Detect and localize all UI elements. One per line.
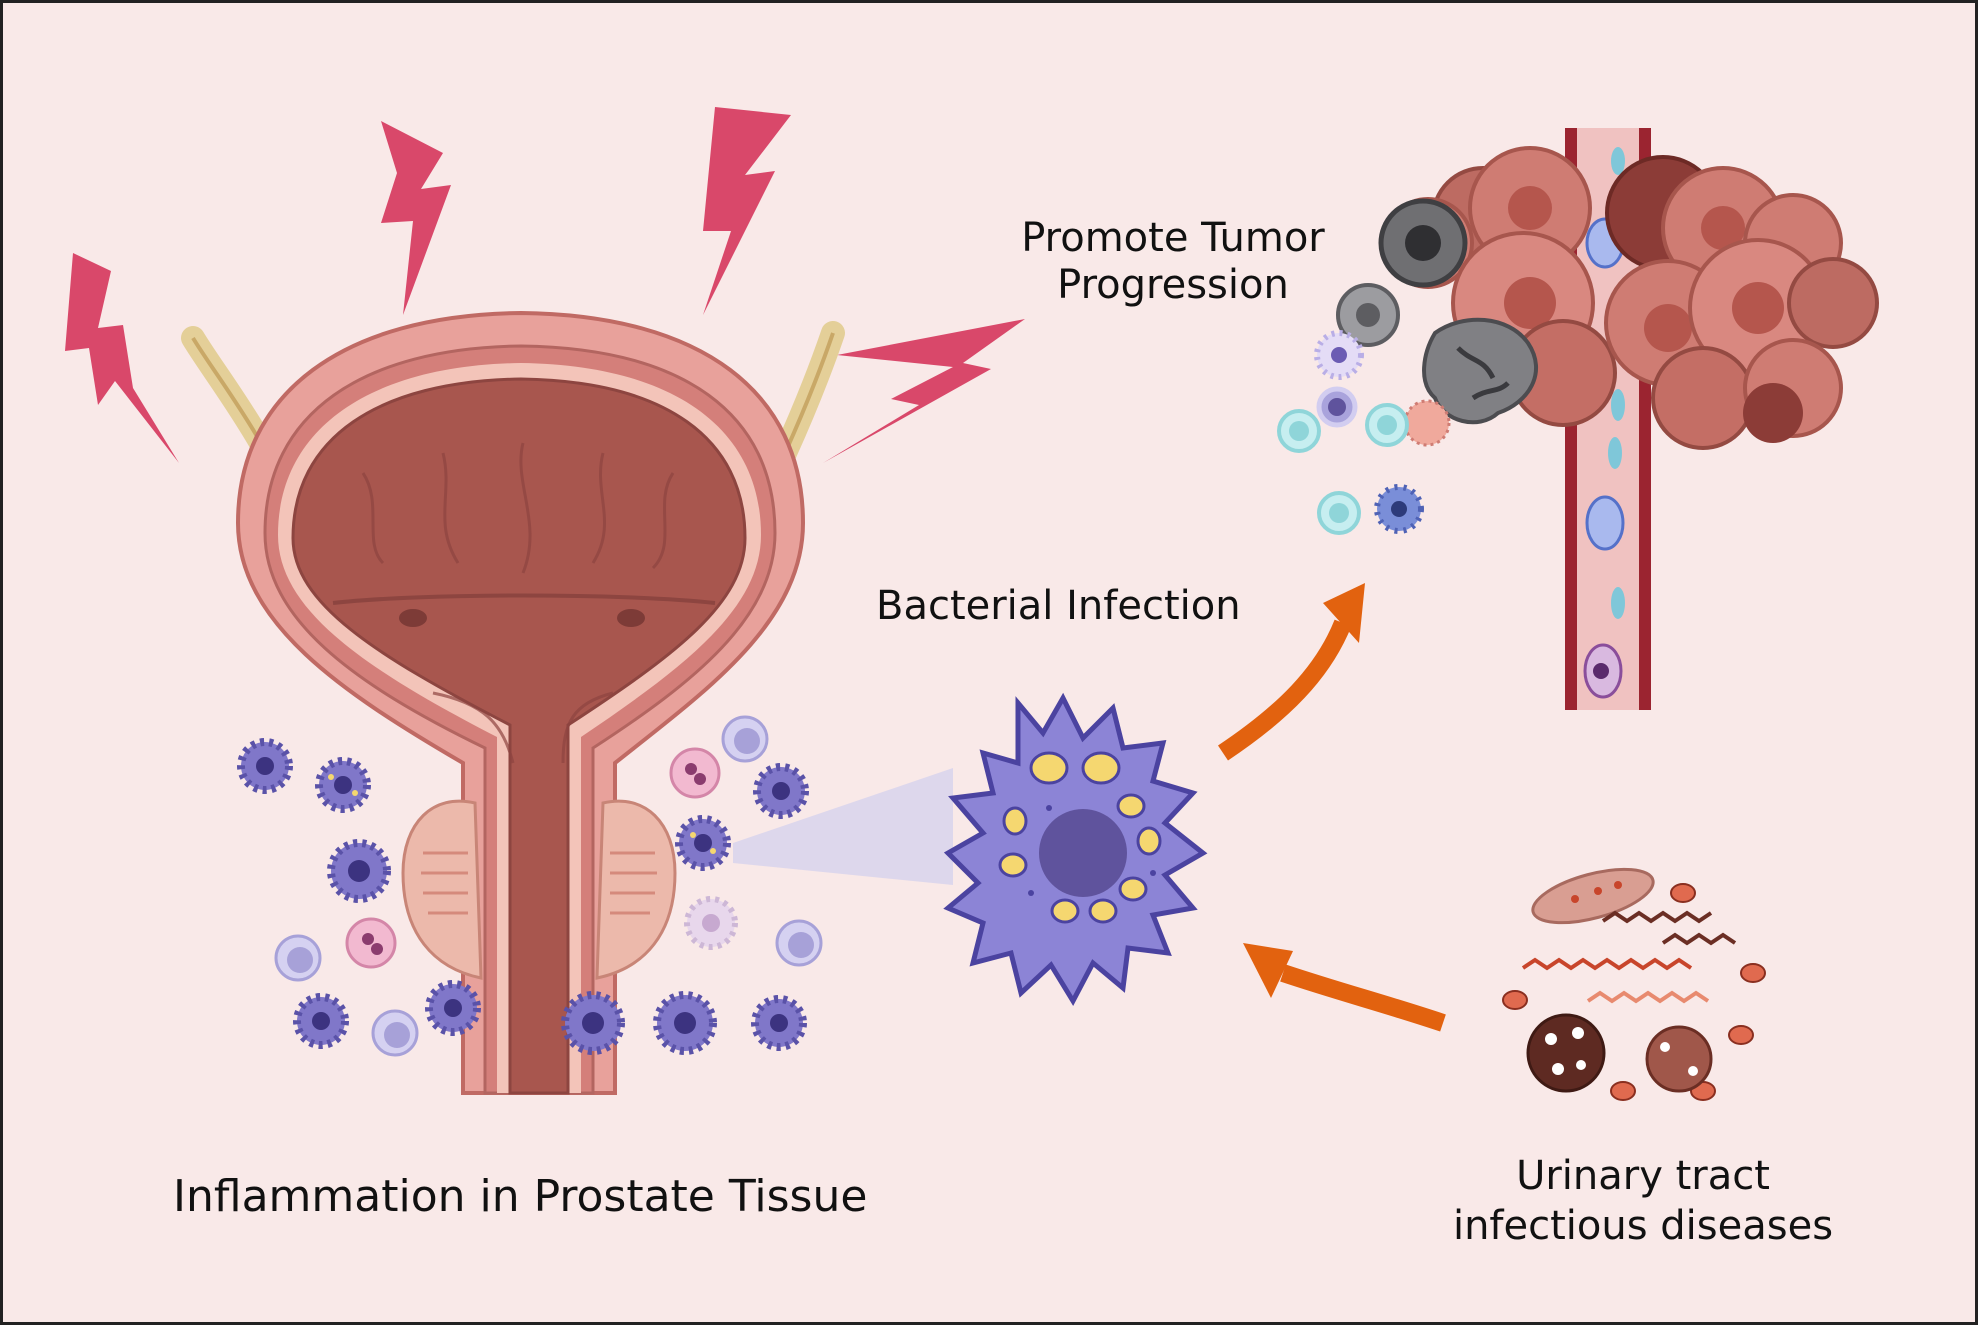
bacteria-icon xyxy=(1502,867,1766,1101)
round-cell-icon xyxy=(371,1009,419,1057)
t-cell-icon xyxy=(1317,491,1361,535)
round-cell-icon xyxy=(274,934,322,982)
tumor-mass-icon xyxy=(1336,146,1879,450)
t-cell-icon xyxy=(1365,403,1409,447)
dendritic-cell-icon xyxy=(1314,330,1364,380)
label-uti-line1: Urinary tract xyxy=(1516,1153,1770,1199)
spiky-cell-icon xyxy=(293,993,349,1049)
macrophage-icon xyxy=(943,692,1208,1007)
spiky-cell-icon xyxy=(315,757,371,813)
label-promote-tumor: Promote Tumor Progression xyxy=(1003,215,1343,309)
spiky-cell-icon xyxy=(327,839,391,903)
spiky-cell-icon xyxy=(561,991,625,1055)
label-uti-line2: infectious diseases xyxy=(1452,1203,1834,1249)
label-promote-line1: Promote Tumor xyxy=(1021,215,1325,261)
label-bacterial-infection: Bacterial Infection xyxy=(876,583,1241,629)
prostate-icon xyxy=(401,799,677,980)
spiky-cell-icon xyxy=(675,815,731,871)
ureter-icon xyxy=(181,321,845,465)
round-cell-icon xyxy=(1316,386,1358,428)
spiky-cell-icon xyxy=(751,995,807,1051)
dendritic-cell-icon xyxy=(1374,484,1424,534)
spiky-cell-icon xyxy=(425,980,481,1036)
bladder-icon xyxy=(235,310,806,1095)
zoom-cone xyxy=(733,768,953,885)
arrow-icon xyxy=(1218,583,1446,1032)
label-urinary-tract: Urinary tract infectious diseases xyxy=(1443,1151,1843,1251)
label-promote-line2: Progression xyxy=(1057,262,1289,308)
t-cell-icon xyxy=(1277,409,1321,453)
spiky-cell-icon xyxy=(753,763,809,819)
round-cell-icon xyxy=(775,919,823,967)
immune-cells xyxy=(237,715,823,1057)
lightning-icon xyxy=(65,107,1025,463)
round-cell-icon xyxy=(721,715,769,763)
title-inflammation: Inflammation in Prostate Tissue xyxy=(173,1171,868,1222)
immune-cells-tumor xyxy=(1277,330,1424,535)
neutrophil-icon xyxy=(669,747,721,799)
spiky-cell-icon xyxy=(653,991,717,1055)
illustration xyxy=(65,107,1879,1101)
spiky-cell-icon xyxy=(237,738,293,794)
faded-cell-icon xyxy=(684,896,738,950)
neutrophil-icon xyxy=(345,917,397,969)
